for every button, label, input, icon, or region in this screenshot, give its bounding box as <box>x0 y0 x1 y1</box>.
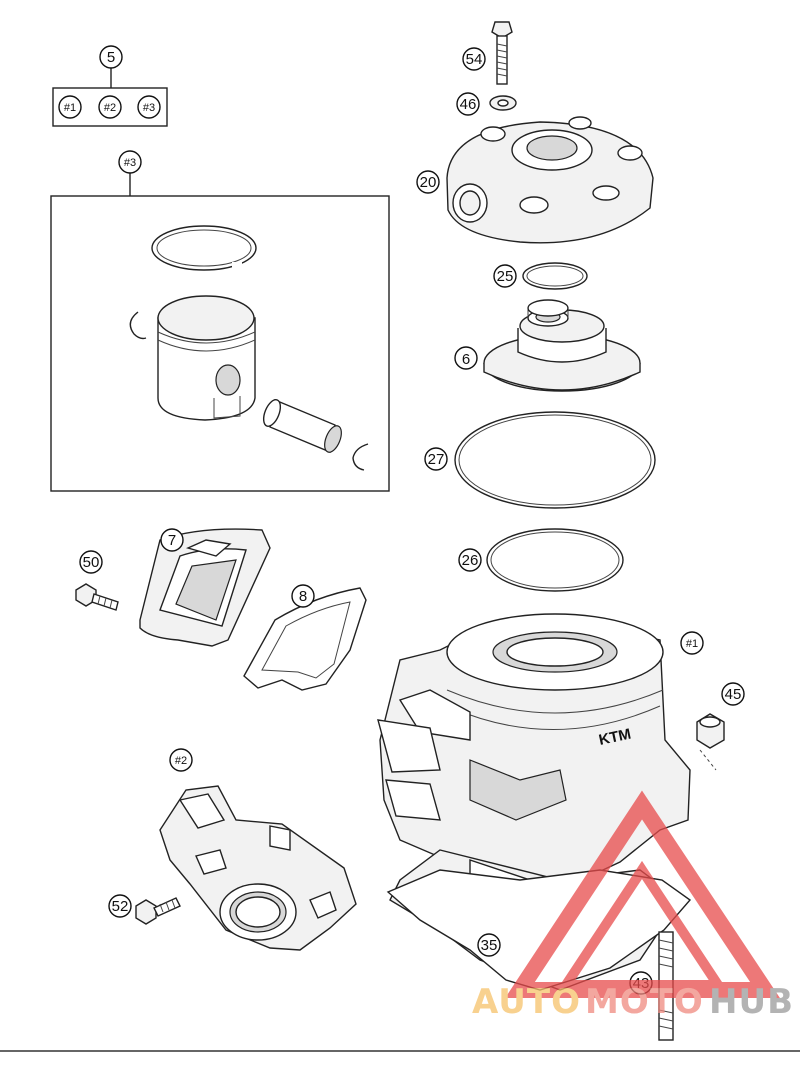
svg-text:27: 27 <box>428 451 445 468</box>
svg-text:35: 35 <box>481 937 498 954</box>
callout-54[interactable]: 54 <box>462 47 486 71</box>
svg-text:26: 26 <box>462 552 479 569</box>
svg-text:52: 52 <box>112 898 129 915</box>
callout-7[interactable]: 7 <box>160 528 184 552</box>
callout-piston-kit-3[interactable]: #3 <box>118 150 142 174</box>
svg-text:#3: #3 <box>143 102 155 114</box>
svg-text:20: 20 <box>420 174 437 191</box>
svg-text:25: 25 <box>497 268 514 285</box>
piston-pin-clip-right <box>352 443 369 471</box>
callout-6[interactable]: 6 <box>454 346 478 370</box>
watermark-hub: HUB <box>709 982 794 1022</box>
piston <box>157 295 256 421</box>
cylinder-head <box>446 116 654 244</box>
svg-text:KTM: KTM <box>597 726 632 749</box>
svg-text:7: 7 <box>168 532 176 549</box>
svg-text:8: 8 <box>299 588 307 605</box>
bolt-52 <box>135 897 181 925</box>
callout-50[interactable]: 50 <box>79 550 103 574</box>
callout-26[interactable]: 26 <box>458 548 482 572</box>
callout-kit-3[interactable]: #3 <box>137 95 161 119</box>
svg-text:#2: #2 <box>175 755 187 767</box>
piston-ring <box>151 225 257 271</box>
callout-8[interactable]: 8 <box>291 584 315 608</box>
callout-kit-1[interactable]: #1 <box>58 95 82 119</box>
callout-45[interactable]: 45 <box>721 682 745 706</box>
callout-5[interactable]: 5 <box>99 45 123 69</box>
o-ring-27 <box>454 411 656 509</box>
callout-46[interactable]: 46 <box>456 92 480 116</box>
svg-text:#1: #1 <box>64 102 76 114</box>
piston-pin <box>262 399 342 453</box>
svg-text:50: 50 <box>83 554 100 571</box>
watermark-moto: MOTO <box>585 982 704 1022</box>
svg-text:46: 46 <box>460 96 477 113</box>
svg-text:#3: #3 <box>124 157 136 169</box>
base-gasket-35 <box>386 869 692 991</box>
head-stud-bolt <box>491 21 513 85</box>
callout-kit-2[interactable]: #2 <box>98 95 122 119</box>
callout-20[interactable]: 20 <box>416 170 440 194</box>
svg-text:#2: #2 <box>104 102 116 114</box>
reed-gasket-8 <box>243 587 367 691</box>
callout-cylinder-1[interactable]: #1 <box>680 631 704 655</box>
nut-45 <box>696 713 725 771</box>
svg-text:5: 5 <box>107 49 115 66</box>
callout-25[interactable]: 25 <box>493 264 517 288</box>
reed-valve-housing <box>139 528 271 647</box>
bolt-50 <box>75 583 119 611</box>
callout-flange-2[interactable]: #2 <box>169 748 193 772</box>
svg-text:45: 45 <box>725 686 742 703</box>
svg-text:#1: #1 <box>686 638 698 650</box>
svg-text:6: 6 <box>462 351 470 368</box>
watermark-auto: AUTO <box>472 982 581 1022</box>
o-ring-26 <box>486 528 624 592</box>
watermark-logo: AUTO MOTO HUB <box>472 790 794 1022</box>
callout-35[interactable]: 35 <box>477 933 501 957</box>
combustion-chamber-insert <box>483 299 641 392</box>
o-ring-25 <box>522 262 588 290</box>
callout-27[interactable]: 27 <box>424 447 448 471</box>
exhaust-flange <box>159 785 357 951</box>
callout-52[interactable]: 52 <box>108 894 132 918</box>
kit-5-group: 5 #1 #2 #3 <box>52 45 168 127</box>
svg-text:54: 54 <box>466 51 483 68</box>
washer-46 <box>489 95 517 111</box>
piston-pin-clip-left <box>129 311 147 340</box>
piston-kit-group: #3 <box>50 150 390 492</box>
